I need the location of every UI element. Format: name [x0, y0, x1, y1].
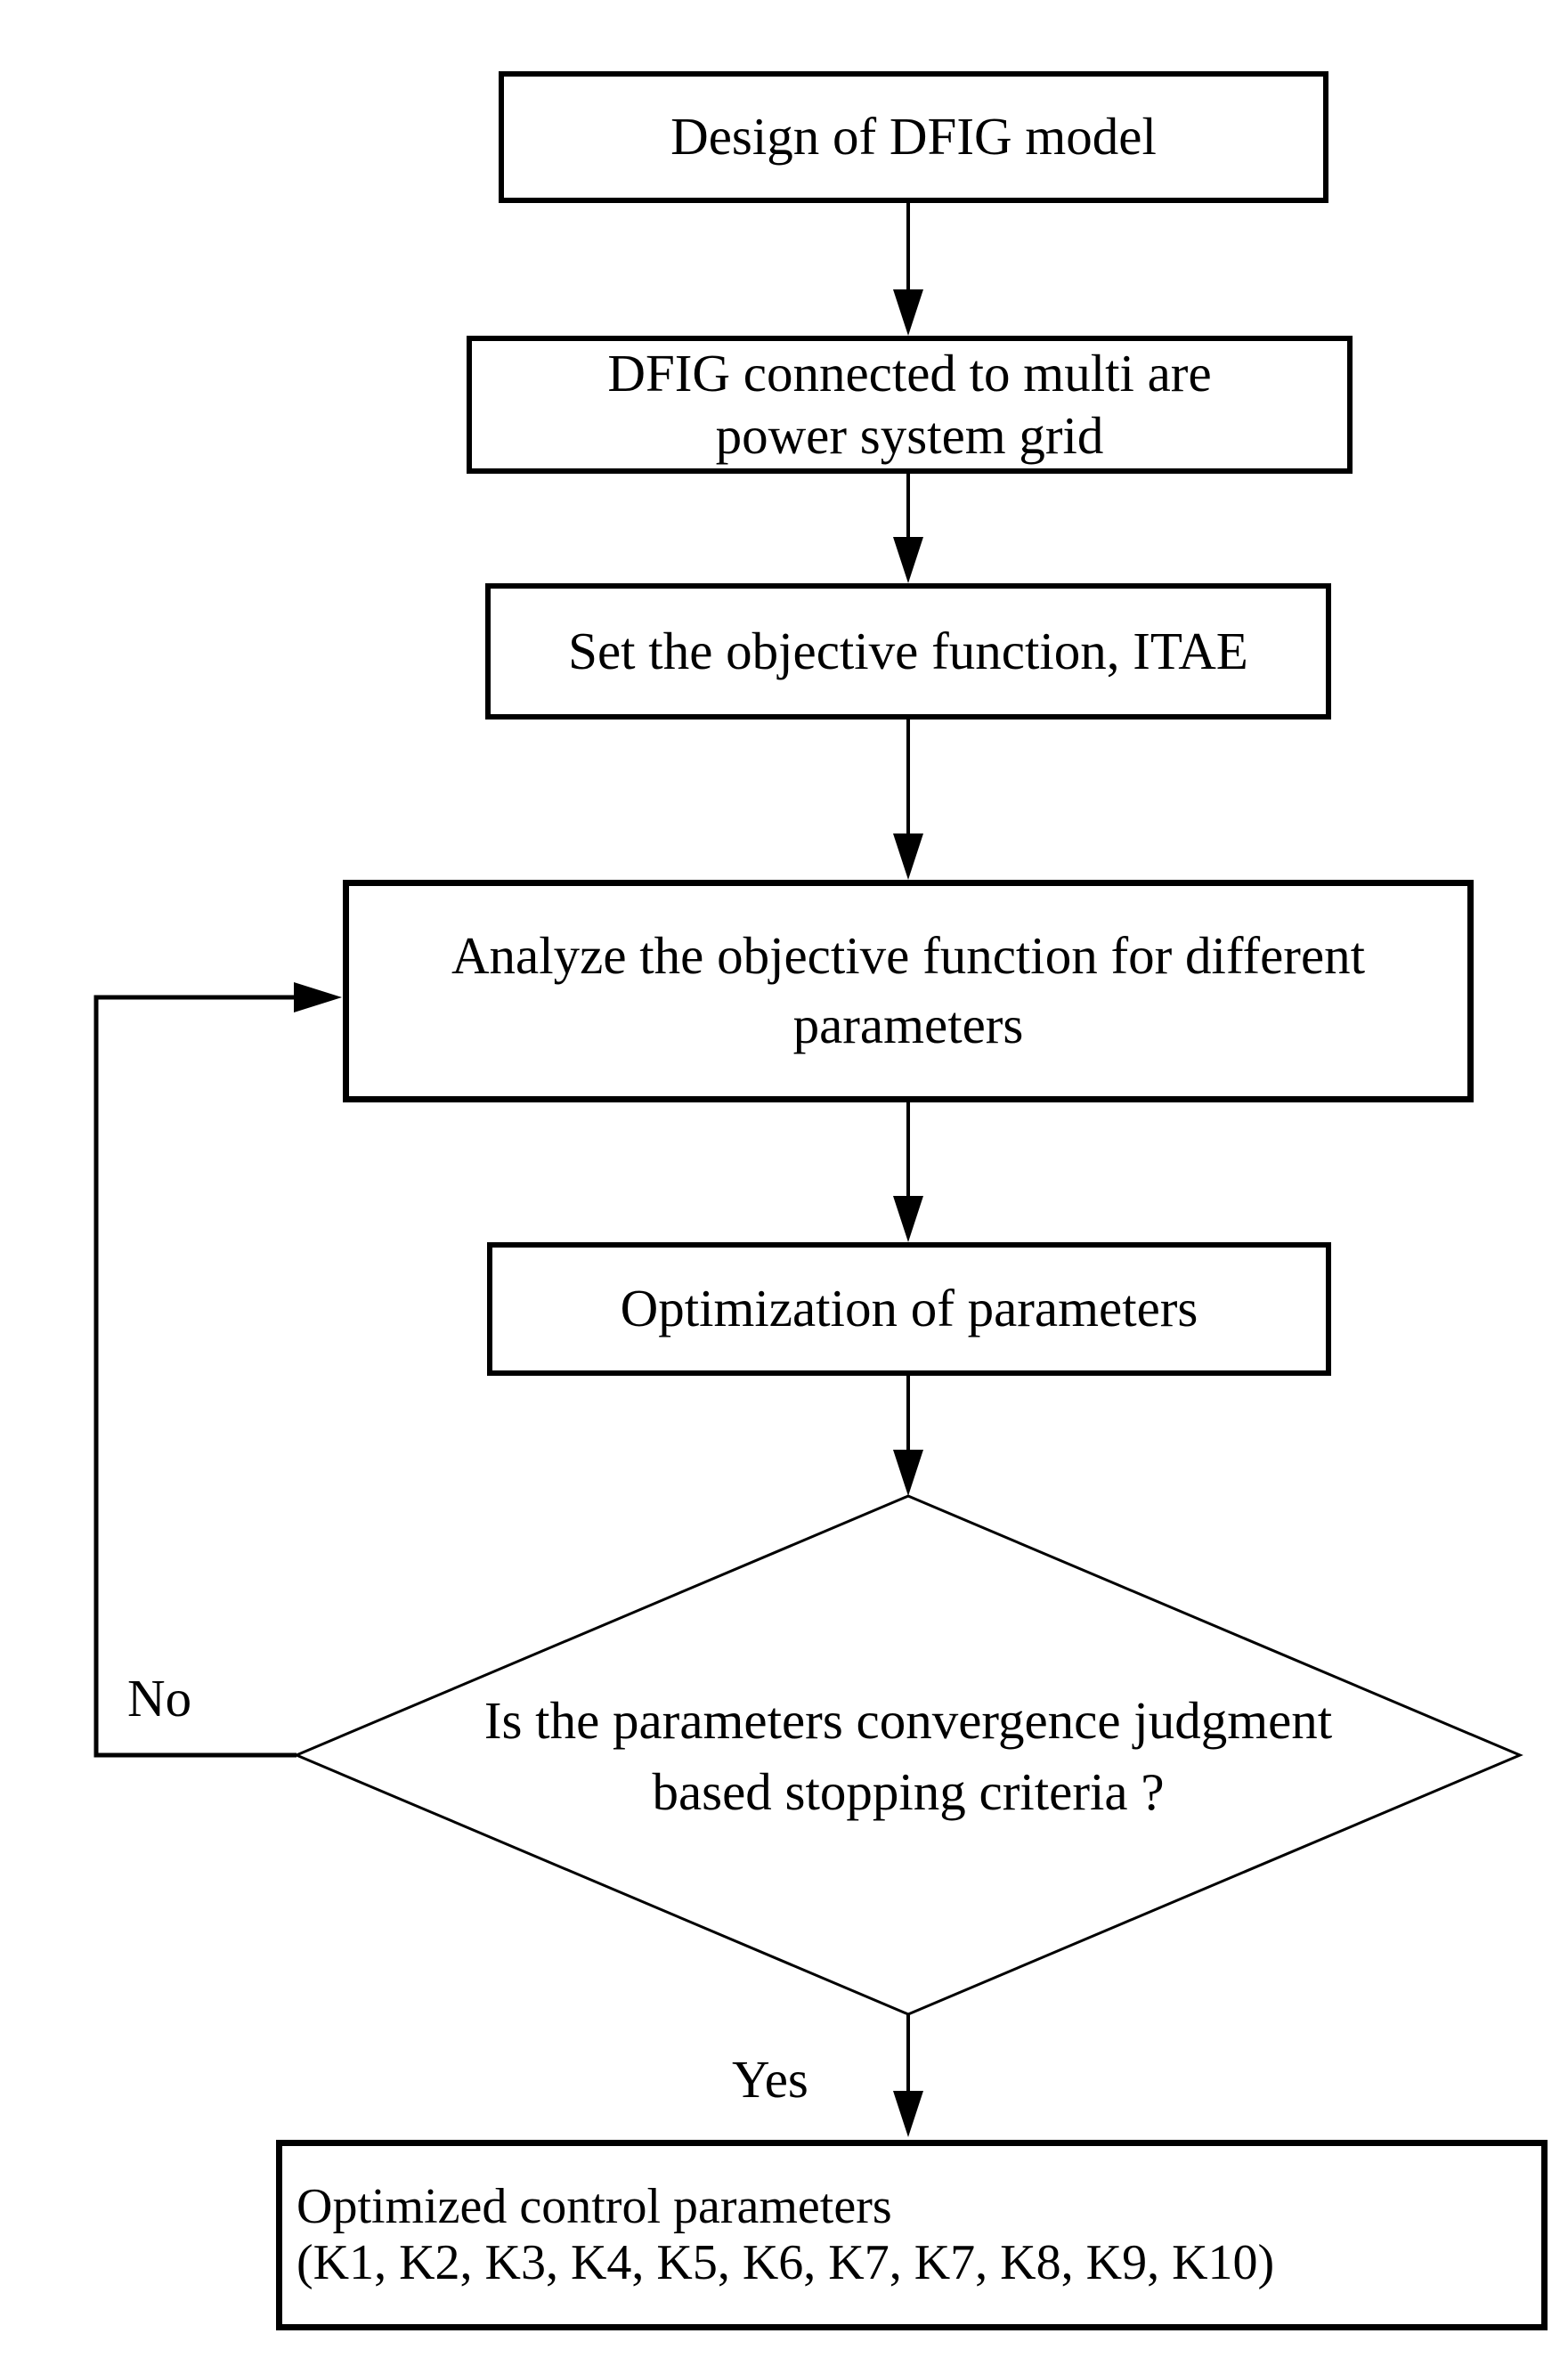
node-optimize-label: Optimization of parameters — [620, 1279, 1198, 1338]
node-optimization-of-parameters: Optimization of parameters — [487, 1242, 1331, 1376]
node-grid-label-line1: DFIG connected to multi are — [607, 343, 1212, 402]
arrow-analyze-to-optimize — [893, 1102, 923, 1242]
node-design-of-dfig-model: Design of DFIG model — [499, 71, 1328, 203]
node-decision-label-line1: Is the parameters convergence judgment — [483, 1691, 1333, 1750]
node-objective-label: Set the objective function, ITAE — [568, 621, 1248, 680]
node-analyze-objective-function: Analyze the objective function for diffe… — [343, 880, 1474, 1102]
arrow-grid-to-objective — [893, 474, 923, 583]
node-analyze-label-line2: parameters — [792, 996, 1024, 1054]
node-decision-label: Is the parameters convergence judgment b… — [297, 1686, 1520, 1827]
node-design-label: Design of DFIG model — [670, 107, 1157, 167]
yes-branch-label: Yes — [732, 2050, 808, 2109]
node-set-objective-function: Set the objective function, ITAE — [485, 583, 1331, 720]
arrow-design-to-grid — [893, 203, 923, 336]
node-result-label-line2: (K1, K2, K3, K4, K5, K6, K7, K7, K8, K9,… — [297, 2235, 1275, 2290]
arrow-objective-to-analyze — [893, 720, 923, 880]
arrow-decision-to-result — [893, 2014, 923, 2137]
node-analyze-label-line1: Analyze the objective function for diffe… — [451, 926, 1366, 986]
node-optimized-control-parameters: Optimized control parameters (K1, K2, K3… — [276, 2140, 1548, 2330]
node-dfig-connected-to-grid: DFIG connected to multi are power system… — [467, 336, 1353, 474]
arrow-optimize-to-decision — [893, 1376, 923, 1496]
no-branch-label: No — [127, 1669, 192, 1728]
node-decision-label-line2: based stopping criteria ? — [652, 1761, 1165, 1821]
node-result-label-line1: Optimized control parameters — [297, 2179, 892, 2235]
node-grid-label-line2: power system grid — [715, 405, 1104, 465]
no-feedback-connector — [93, 982, 342, 1758]
